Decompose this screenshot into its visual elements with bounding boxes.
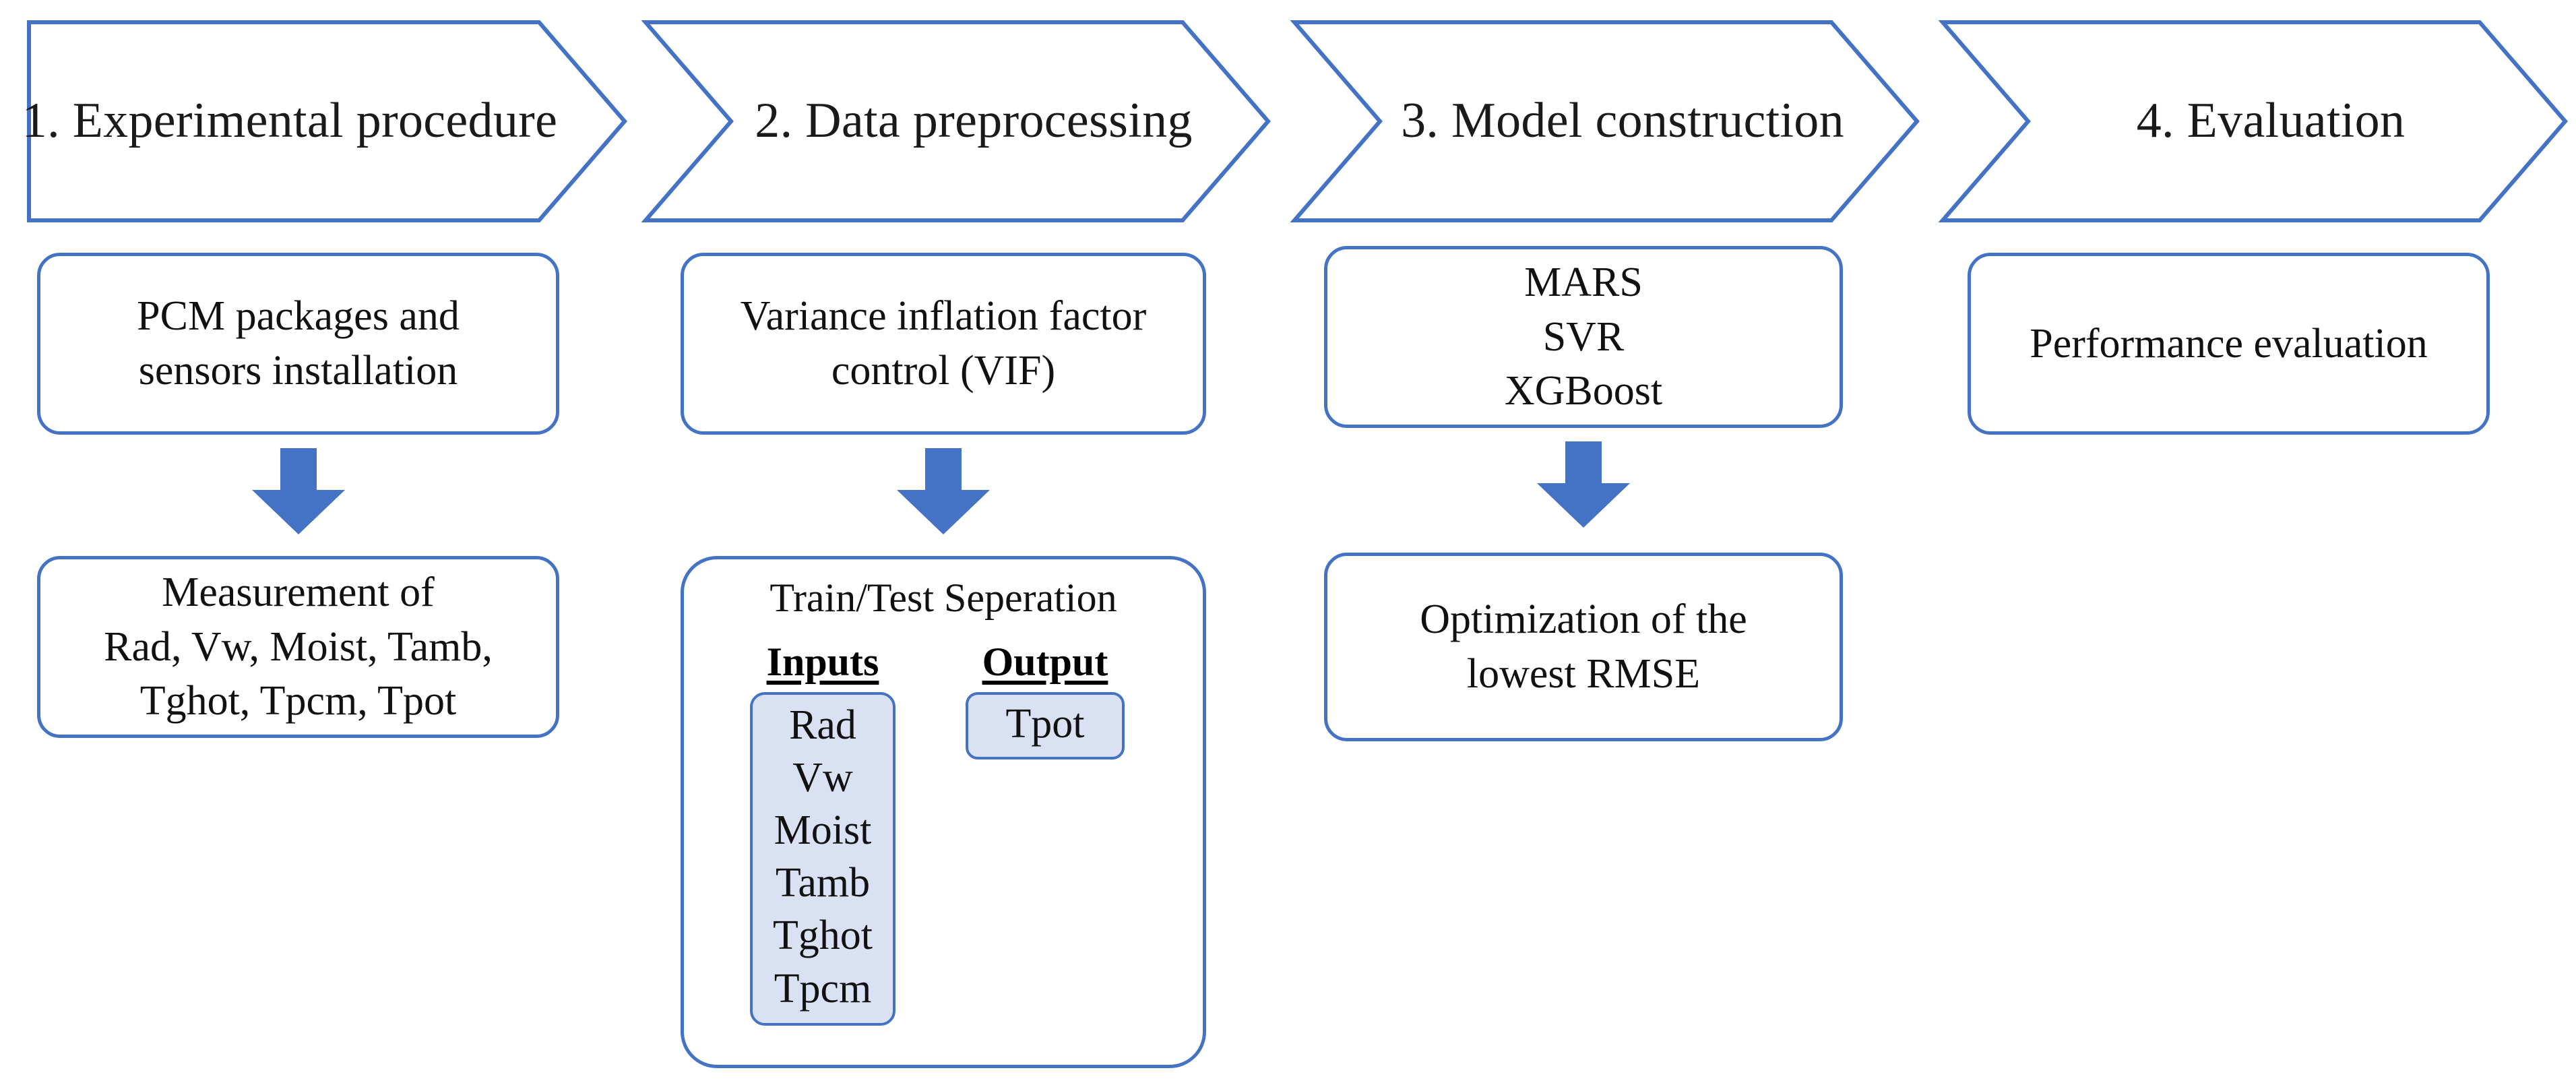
- vif-control-box[interactable]: Variance inflation factor control (VIF): [681, 253, 1206, 435]
- chevron-1-shape: [27, 20, 627, 222]
- performance-evaluation-text: Performance evaluation: [1971, 317, 2486, 371]
- stage-chevron-3-label: 3. Model construction: [1401, 93, 1844, 149]
- stage-chevron-4[interactable]: [1941, 20, 2567, 222]
- performance-evaluation-line-1: Performance evaluation: [2030, 320, 2428, 367]
- rmse-optimization-line-1: Optimization of the: [1420, 596, 1747, 643]
- pcm-installation-box[interactable]: PCM packages and sensors installation: [37, 253, 559, 435]
- models-text: MARS SVR XGBoost: [1327, 255, 1840, 418]
- rmse-optimization-text: Optimization of the lowest RMSE: [1327, 592, 1840, 701]
- rmse-optimization-line-2: lowest RMSE: [1466, 651, 1701, 697]
- input-variable: Tamb: [775, 860, 871, 906]
- output-variable: Tpot: [1005, 701, 1085, 747]
- vif-control-line-2: control (VIF): [831, 348, 1056, 394]
- input-variable: Moist: [774, 807, 872, 854]
- stage-chevron-3[interactable]: [1292, 20, 1919, 222]
- performance-evaluation-box[interactable]: Performance evaluation: [1968, 253, 2490, 435]
- pcm-installation-line-2: sensors installation: [138, 348, 458, 394]
- model-name-xgboost: XGBoost: [1504, 368, 1663, 414]
- pcm-installation-line-1: PCM packages and: [137, 293, 460, 340]
- input-variable: Rad: [789, 702, 856, 748]
- measurement-line-1: Measurement of: [162, 569, 435, 616]
- inputs-column: Inputs Rad Vw Moist Tamb Tghot Tpcm: [750, 639, 896, 1026]
- input-variable: Tghot: [772, 912, 873, 959]
- inputs-header: Inputs: [766, 640, 879, 684]
- models-box[interactable]: MARS SVR XGBoost: [1324, 246, 1843, 428]
- measurement-text: Measurement of Rad, Vw, Moist, Tamb, Tgh…: [40, 565, 556, 728]
- stage-chevron-1[interactable]: [27, 20, 627, 222]
- model-name-mars: MARS: [1524, 259, 1643, 306]
- output-variable-chip[interactable]: Tpot: [966, 692, 1125, 760]
- measurement-line-2: Rad, Vw, Moist, Tamb,: [104, 623, 493, 670]
- stage-chevron-2[interactable]: [643, 20, 1270, 222]
- down-arrow-icon: [252, 448, 345, 534]
- input-variable: Vw: [792, 755, 853, 801]
- down-arrow-icon-col1: [248, 448, 349, 536]
- stage-chevron-band: 1. Experimental procedure 2. Data prepro…: [0, 20, 2576, 222]
- stage-chevron-2-label: 2. Data preprocessing: [755, 93, 1193, 149]
- chevron-4-shape: [1941, 20, 2567, 222]
- down-arrow-icon: [897, 448, 990, 534]
- train-test-separation-title: Train/Test Seperation: [769, 576, 1117, 620]
- output-header: Output: [982, 640, 1108, 684]
- output-column: Output Tpot: [966, 639, 1125, 760]
- vif-control-text: Variance inflation factor control (VIF): [684, 289, 1203, 398]
- down-arrow-icon-col2: [893, 448, 994, 536]
- chevron-2-shape: [643, 20, 1270, 222]
- chevron-3-shape: [1292, 20, 1919, 222]
- stage-chevron-4-label: 4. Evaluation: [2136, 93, 2406, 149]
- input-variable: Tpcm: [774, 965, 872, 1012]
- down-arrow-icon: [1537, 441, 1630, 528]
- measurement-line-3: Tghot, Tpcm, Tpot: [139, 678, 457, 724]
- train-test-separation-panel[interactable]: Train/Test Seperation Inputs Rad Vw Mois…: [681, 556, 1206, 1068]
- vif-control-line-1: Variance inflation factor: [740, 293, 1147, 340]
- stage-chevron-1-label: 1. Experimental procedure: [22, 93, 558, 149]
- measurement-box[interactable]: Measurement of Rad, Vw, Moist, Tamb, Tgh…: [37, 556, 559, 738]
- down-arrow-icon-col3: [1533, 441, 1634, 529]
- model-name-svr: SVR: [1542, 313, 1625, 360]
- rmse-optimization-box[interactable]: Optimization of the lowest RMSE: [1324, 553, 1843, 741]
- pcm-installation-text: PCM packages and sensors installation: [40, 289, 556, 398]
- inputs-variable-chip[interactable]: Rad Vw Moist Tamb Tghot Tpcm: [750, 692, 896, 1026]
